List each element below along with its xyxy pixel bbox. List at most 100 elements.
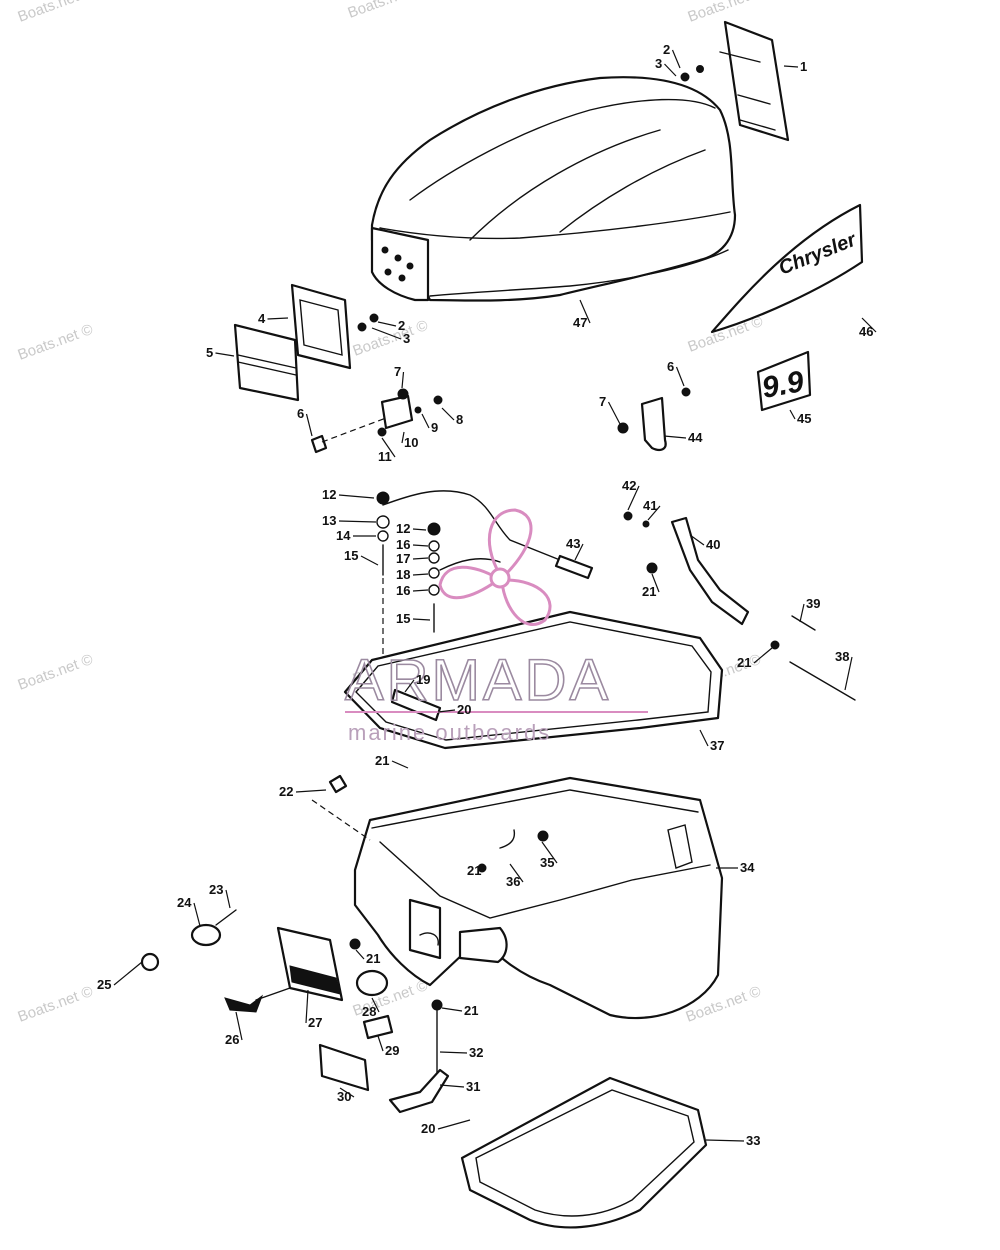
- callout-leader: [844, 656, 853, 691]
- callout-number: 1: [800, 59, 807, 74]
- callout-number: 12: [396, 521, 410, 536]
- callout-leader: [412, 589, 429, 592]
- callout-leader: [215, 352, 235, 357]
- callout-number: 36: [506, 874, 520, 889]
- callout-number: 3: [655, 56, 662, 71]
- callout-number: 34: [740, 860, 755, 875]
- callout-leader: [439, 1051, 468, 1054]
- watermark: Boats.net ©: [16, 321, 96, 364]
- callout-leader: [541, 841, 558, 864]
- callout-leader: [391, 760, 409, 769]
- callout-leader: [753, 647, 773, 664]
- callout-number: 42: [622, 478, 636, 493]
- callout-number: 41: [643, 498, 657, 513]
- watermark: Boats.net ©: [16, 983, 96, 1026]
- callout-number: 21: [737, 655, 751, 670]
- callout-leader: [193, 902, 201, 927]
- callout-leader: [412, 528, 427, 531]
- callout-leader: [360, 555, 379, 566]
- callout-leader: [412, 557, 429, 560]
- callout-number: 16: [396, 583, 410, 598]
- callout-leader: [377, 321, 397, 327]
- callout-number: 27: [308, 1015, 322, 1030]
- callout-number: 7: [599, 394, 606, 409]
- callout-number: 29: [385, 1043, 399, 1058]
- callout-number: 8: [456, 412, 463, 427]
- callout-leader: [412, 573, 429, 576]
- callout-number: 15: [396, 611, 410, 626]
- callout-leader: [338, 494, 375, 499]
- model-decal: 9.9: [756, 350, 812, 412]
- callout-number: 45: [797, 411, 811, 426]
- callout-number: 9: [431, 420, 438, 435]
- propeller-icon: [438, 508, 552, 626]
- callout-number: 40: [706, 537, 720, 552]
- callout-leader: [225, 889, 231, 909]
- watermark: Boats.n: [346, 0, 400, 22]
- callout-number: 43: [566, 536, 580, 551]
- latch-window: [233, 283, 379, 402]
- latch-bracket: [310, 388, 443, 454]
- callout-leader: [627, 485, 640, 511]
- callout-number: 44: [688, 430, 703, 445]
- callout-leader: [439, 1084, 465, 1088]
- gasket-seal: [343, 610, 724, 750]
- callout-leader: [412, 618, 431, 621]
- callout-number: 15: [344, 548, 358, 563]
- callout-number: 32: [469, 1045, 483, 1060]
- callout-number: 12: [322, 487, 336, 502]
- callout-leader: [607, 401, 621, 425]
- model-number-text: 9.9: [759, 365, 806, 405]
- callout-number: 38: [835, 649, 849, 664]
- bottom-gasket: [460, 1076, 708, 1229]
- armada-tagline: marine outboards: [348, 720, 551, 745]
- callout-number: 39: [806, 596, 820, 611]
- callout-leader: [509, 863, 524, 883]
- small-parts: [140, 774, 450, 1114]
- callout-leader: [789, 409, 796, 420]
- watermark: Boats.net ©: [16, 651, 96, 694]
- callout-number: 35: [540, 855, 554, 870]
- lower-cowl: [353, 776, 724, 1020]
- callout-leader: [783, 65, 799, 68]
- callout-number: 20: [421, 1121, 435, 1136]
- callout-leader: [647, 505, 661, 521]
- callout-number: 10: [404, 435, 418, 450]
- callout-leader: [675, 366, 685, 387]
- armada-logo: ARMADA marine outboards: [344, 508, 648, 745]
- callout-number: 23: [209, 882, 223, 897]
- throttle-link: [623, 511, 856, 701]
- callout-number: 47: [573, 315, 587, 330]
- callout-leader: [338, 520, 377, 523]
- callout-leader: [441, 407, 455, 421]
- callout-number: 21: [642, 584, 656, 599]
- callout-leader: [295, 789, 327, 793]
- callout-leader: [421, 413, 430, 429]
- callout-leader: [404, 679, 415, 693]
- callout-number: 13: [322, 513, 336, 528]
- callout-leader: [355, 949, 365, 960]
- callout-number: 33: [746, 1133, 760, 1148]
- callout-number: 19: [416, 672, 430, 687]
- callout-number: 14: [336, 528, 351, 543]
- callout-leader: [371, 327, 402, 340]
- callout-number: 5: [206, 345, 213, 360]
- callout-leader: [664, 63, 677, 77]
- callout-leader: [381, 437, 396, 458]
- callout-number: 2: [398, 318, 405, 333]
- callout-number: 16: [396, 537, 410, 552]
- callout-leader: [651, 573, 660, 593]
- callout-leader: [671, 49, 681, 69]
- callout-leader: [401, 371, 405, 389]
- callout-leader: [401, 431, 405, 444]
- watermark: Boats.net ©: [16, 0, 96, 26]
- callout-leader: [705, 1139, 745, 1142]
- callout-leader: [699, 729, 709, 747]
- callout-leader: [437, 1119, 471, 1130]
- callout-leader: [574, 543, 584, 561]
- callout-number: 46: [859, 324, 873, 339]
- callout-leader: [305, 989, 309, 1024]
- callout-number: 37: [710, 738, 724, 753]
